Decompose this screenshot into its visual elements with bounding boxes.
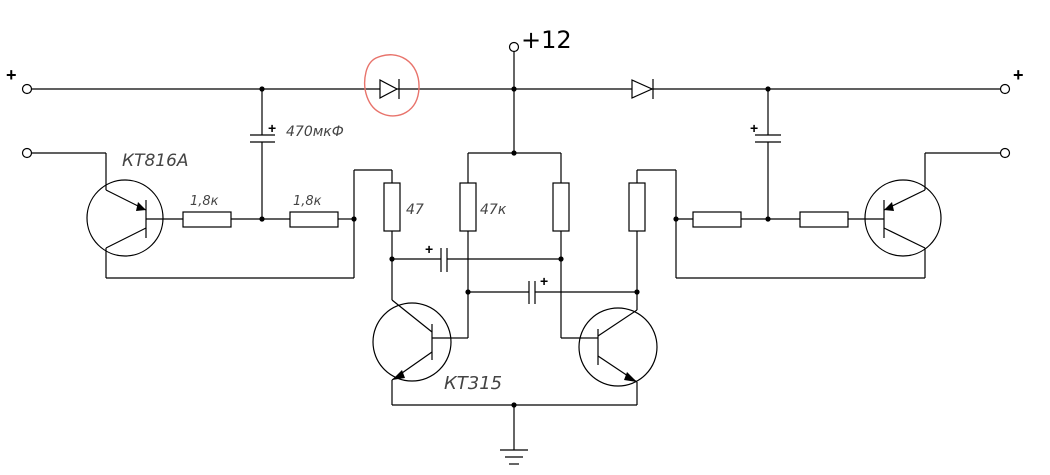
highlight-circle xyxy=(364,54,420,117)
transistor-kt816a-left xyxy=(86,179,355,279)
ground-bus xyxy=(391,380,638,450)
supply-terminal: +12 xyxy=(508,26,572,89)
left-filter-capacitor: + 470мкФ xyxy=(250,89,344,219)
left-input-wire xyxy=(21,147,107,190)
svg-text:+: + xyxy=(425,241,433,257)
right-resistors xyxy=(673,211,884,228)
supply-label: +12 xyxy=(521,26,572,54)
right-output-terminal xyxy=(999,83,1011,95)
cross-coupling: + + xyxy=(389,231,640,339)
svg-text:1,8к: 1,8к xyxy=(293,194,322,209)
cap-plus-right: + xyxy=(750,120,758,136)
transistor-kt816a-label: КТ816А xyxy=(122,151,189,171)
cap-plus-left: + xyxy=(268,120,276,136)
transistor-kt315-right xyxy=(578,307,658,387)
left-plus-label: + xyxy=(6,65,17,85)
resistor-right-a xyxy=(692,211,742,228)
transistor-kt315-left xyxy=(372,299,452,382)
resistor-47-right xyxy=(628,182,646,232)
resistor-47-left xyxy=(383,182,401,232)
right-filter-capacitor: + xyxy=(750,89,781,219)
svg-text:47к: 47к xyxy=(480,202,507,218)
svg-text:+: + xyxy=(540,273,548,289)
right-plus-label: + xyxy=(1013,65,1024,85)
svg-text:47: 47 xyxy=(406,202,424,218)
svg-text:1,8к: 1,8к xyxy=(190,194,219,209)
right-collector-wire xyxy=(636,169,926,279)
cap-value-label: 470мкФ xyxy=(286,124,344,140)
resistor-1-8k-a xyxy=(182,211,232,228)
transistor-kt315-label: КТ315 xyxy=(444,373,502,394)
left-resistors: 1,8к 1,8к xyxy=(182,169,393,228)
resistor-1-8k-b xyxy=(289,211,339,228)
resistor-47k-left xyxy=(459,182,477,232)
diode-right xyxy=(631,79,654,99)
resistor-right-b xyxy=(799,211,849,228)
top-rail xyxy=(21,83,1011,95)
diode-left xyxy=(379,79,400,99)
transistor-kt816a-right xyxy=(864,147,1011,257)
left-output-terminal xyxy=(21,83,33,95)
ground-symbol xyxy=(500,449,528,465)
center-supply-branch xyxy=(467,89,562,183)
resistors-center: 47 47к xyxy=(383,182,646,232)
resistor-47k-right xyxy=(552,182,570,232)
